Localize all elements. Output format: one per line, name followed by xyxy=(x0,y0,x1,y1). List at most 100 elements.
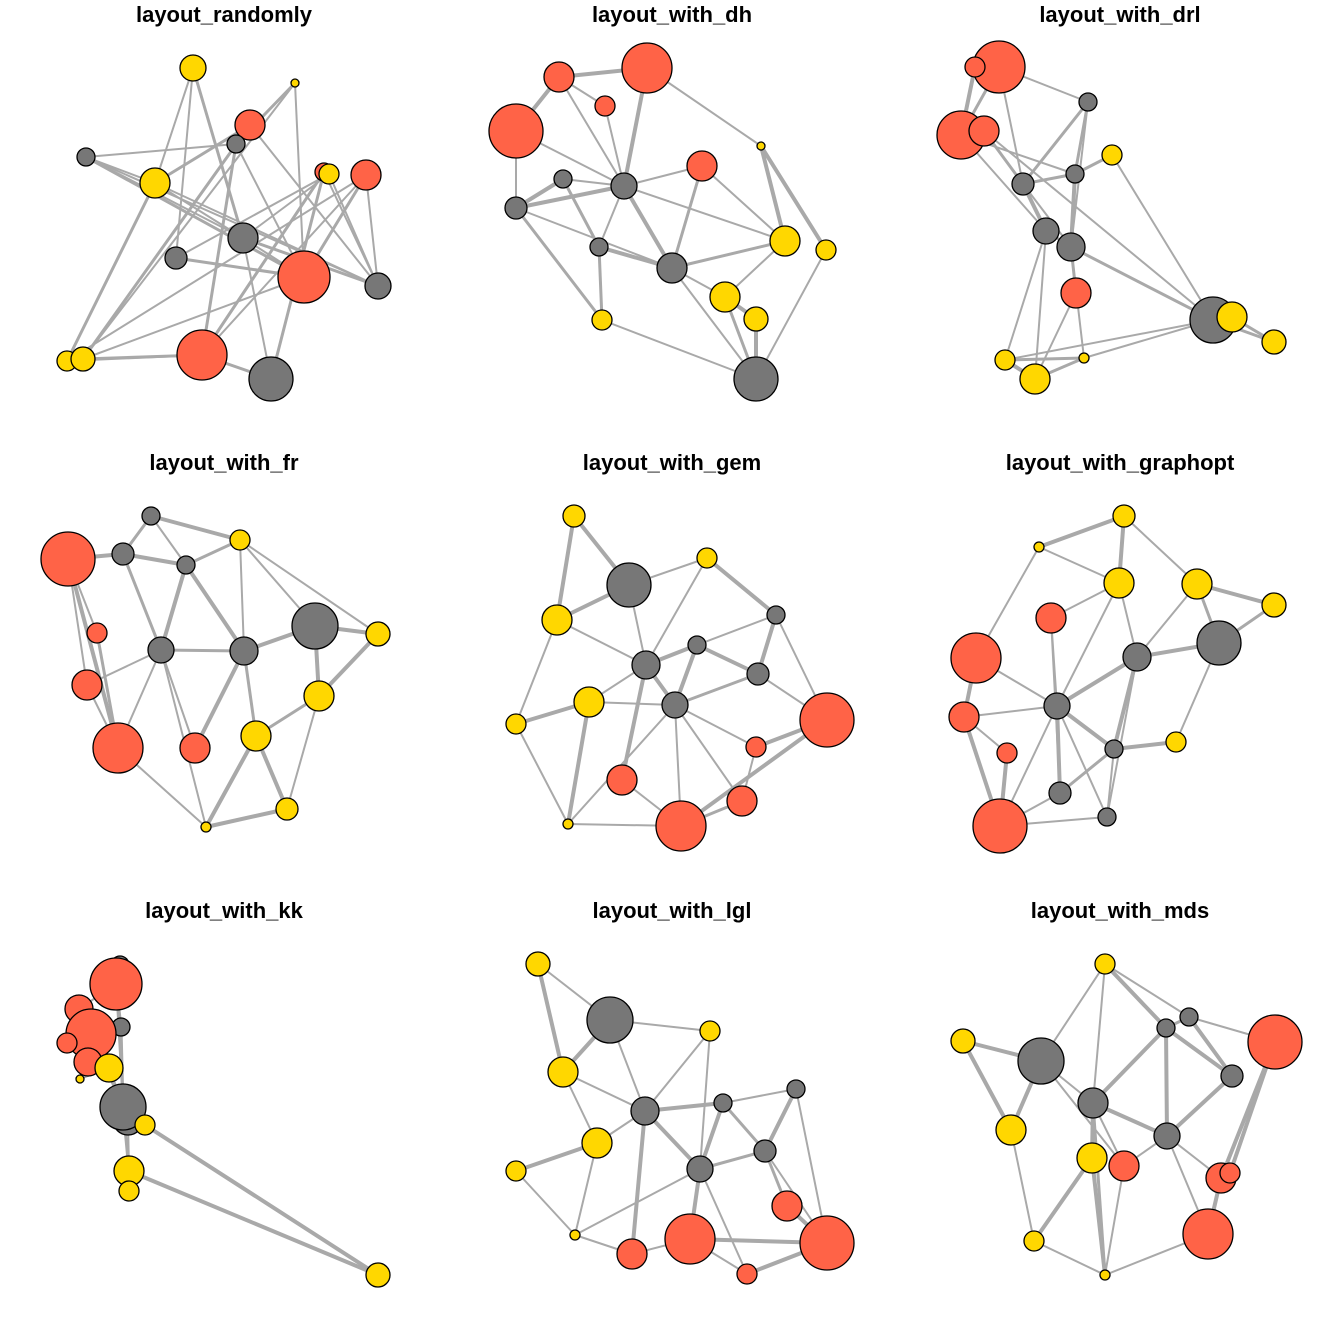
graph-edge xyxy=(1091,1101,1107,1277)
graph-edge xyxy=(143,1123,380,1277)
graph-edge xyxy=(556,619,647,666)
graph-node-red xyxy=(594,95,616,117)
nodes xyxy=(56,54,392,402)
graph-edge xyxy=(623,185,786,242)
graph-edge xyxy=(674,704,757,748)
graph-edge xyxy=(1123,515,1198,585)
graph-edge xyxy=(1056,705,1108,818)
graph-node-red xyxy=(543,61,575,93)
graph-edge xyxy=(150,515,187,566)
graph-node-yellow xyxy=(547,1056,579,1088)
panel-title: layout_with_dh xyxy=(591,2,753,27)
graph-node-yellow xyxy=(950,1028,976,1054)
graph-edge xyxy=(154,67,194,184)
graph-node-gray xyxy=(686,1155,714,1183)
graph-node-red xyxy=(86,622,108,644)
graph-edge xyxy=(961,1039,1013,1132)
graph-edge xyxy=(515,723,569,825)
graph-node-yellow xyxy=(318,163,340,185)
graph-node-gray xyxy=(1048,781,1072,805)
graph-edge xyxy=(1165,1074,1234,1138)
graph-edge xyxy=(159,563,188,652)
graph-edge xyxy=(65,181,157,363)
graph-node-gray xyxy=(786,1079,806,1099)
graph-node-red xyxy=(745,736,767,758)
nodes xyxy=(40,506,391,833)
graph-edge xyxy=(601,319,757,380)
graph-edge xyxy=(1055,655,1139,708)
graph-edge xyxy=(1136,583,1198,658)
graph-node-red xyxy=(655,800,707,852)
graph-node-gray xyxy=(164,246,188,270)
graph-node-yellow xyxy=(303,680,335,712)
panel-title: layout_randomly xyxy=(135,2,313,27)
graph-edge xyxy=(1003,356,1086,362)
graph-node-gray xyxy=(1065,164,1085,184)
graph-node-red xyxy=(950,632,1002,684)
graph-node-gray xyxy=(1179,1007,1199,1027)
graph-edge xyxy=(239,539,379,635)
graph-node-gray xyxy=(141,506,161,526)
graph-node-yellow xyxy=(75,1074,85,1084)
graph-node-gray xyxy=(661,691,689,719)
graph-edge xyxy=(536,962,565,1074)
graph-edge xyxy=(1106,656,1138,818)
graph-edge xyxy=(1034,230,1047,380)
graph-node-yellow xyxy=(1261,592,1287,618)
panel-title: layout_with_fr xyxy=(149,450,299,475)
graph-edge xyxy=(705,556,778,617)
graph-node-red xyxy=(176,329,228,381)
graph-node-yellow xyxy=(365,1262,391,1288)
graph-edge xyxy=(121,552,163,652)
graph-edge xyxy=(1069,245,1215,322)
graph-edge xyxy=(242,173,330,239)
graph-node-yellow xyxy=(505,713,527,735)
graph-node-yellow xyxy=(769,225,801,257)
graph-edge xyxy=(515,1170,576,1236)
graph-node-red xyxy=(1108,1150,1140,1182)
nodes xyxy=(488,42,837,402)
graph-edge xyxy=(597,245,604,322)
panel-title: layout_with_gem xyxy=(582,450,762,475)
graph-edge xyxy=(555,514,576,622)
graph-node-gray xyxy=(610,172,638,200)
graph-node-gray xyxy=(1078,92,1098,112)
graph-node-gray xyxy=(1032,217,1060,245)
graph-edge xyxy=(191,66,245,240)
graph-layout-with-gem xyxy=(505,504,855,852)
graph-node-yellow xyxy=(1216,301,1248,333)
graph-node-gray xyxy=(589,237,609,257)
graph-node-yellow xyxy=(505,1160,527,1182)
graph-edge xyxy=(154,182,379,287)
graph-node-red xyxy=(179,732,211,764)
graph-edge xyxy=(1032,1156,1094,1243)
graph-node-yellow xyxy=(1101,144,1123,166)
graph-node-red xyxy=(606,764,638,796)
graph-node-yellow xyxy=(1099,1269,1111,1281)
graph-edge xyxy=(622,184,674,270)
graph-edge xyxy=(644,1030,711,1112)
graph-node-gray xyxy=(229,636,259,666)
graph-node-yellow xyxy=(134,1114,156,1136)
graph-edge xyxy=(561,177,601,249)
graph-node-yellow xyxy=(815,239,837,261)
graph-node-gray xyxy=(746,662,770,686)
graph-edge xyxy=(85,143,237,158)
graph-layout-with-lgl xyxy=(505,951,855,1285)
graph-edge xyxy=(149,514,242,542)
graph-node-yellow xyxy=(1103,567,1135,599)
graph-node-gray xyxy=(1104,739,1124,759)
graph-edge xyxy=(160,649,196,749)
graph-node-red xyxy=(726,785,758,817)
graph-layout-with-drl xyxy=(936,40,1287,395)
graph-node-red xyxy=(277,250,331,304)
graph-edge xyxy=(200,170,326,357)
graph-edge xyxy=(701,165,786,242)
graph-node-yellow xyxy=(696,547,718,569)
graph-node-yellow xyxy=(1261,329,1287,355)
graph-node-yellow xyxy=(573,686,605,718)
graph-layout-with-dh xyxy=(488,42,837,402)
graph-edge xyxy=(759,144,828,252)
